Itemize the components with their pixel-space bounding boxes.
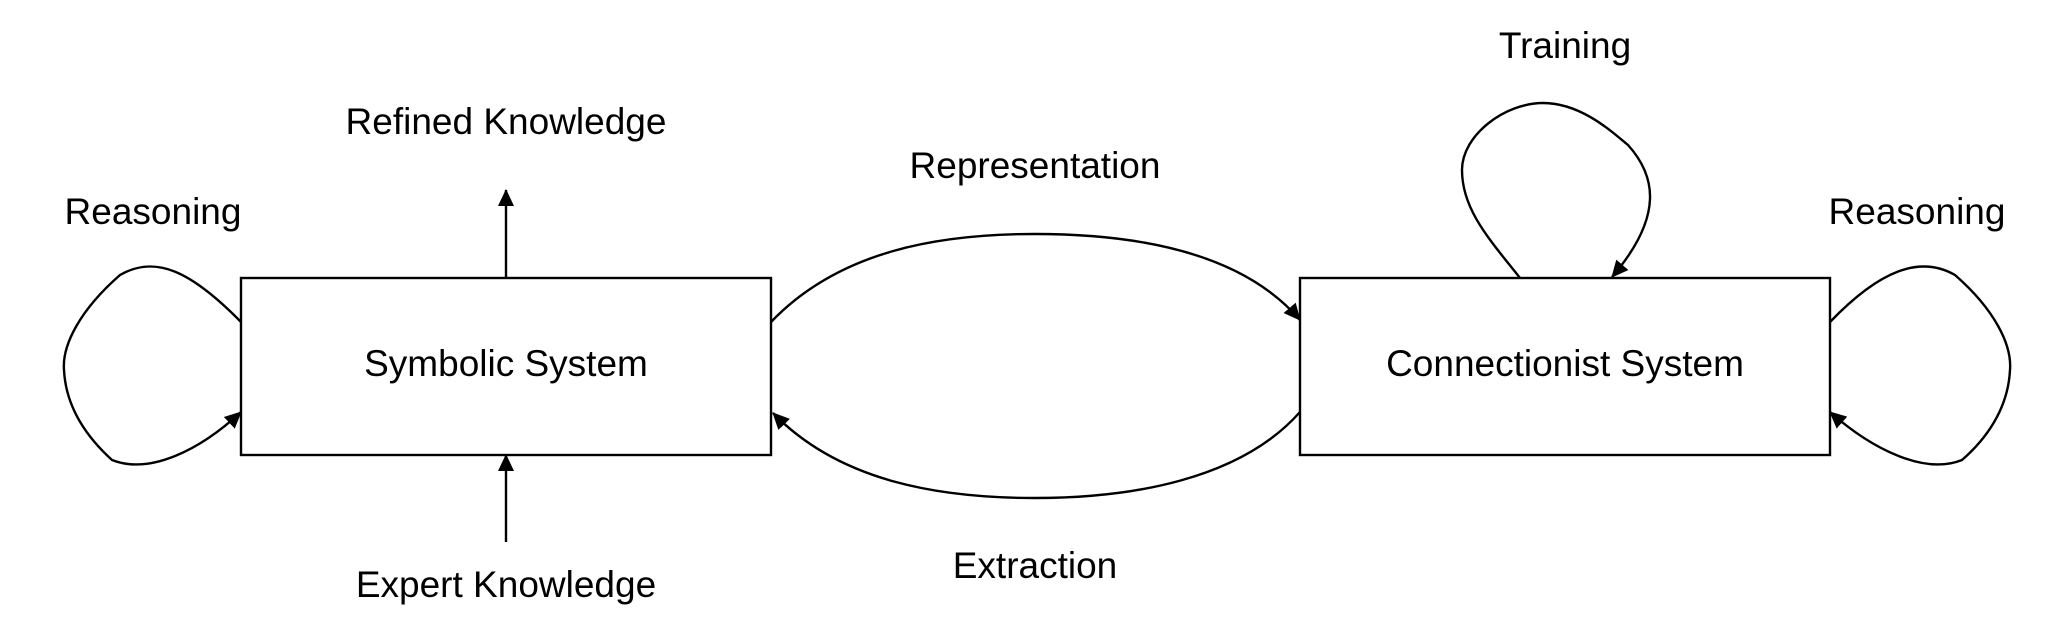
reasoning-left-label: Reasoning — [65, 191, 242, 232]
expert-knowledge-edge: Expert Knowledge — [356, 454, 656, 605]
connectionist-system-label: Connectionist System — [1386, 343, 1744, 384]
extraction-label: Extraction — [953, 545, 1118, 586]
extraction-edge: Extraction — [772, 411, 1301, 586]
reasoning-right-label: Reasoning — [1829, 191, 2006, 232]
refined-knowledge-edge: Refined Knowledge — [346, 101, 667, 278]
refined-knowledge-label: Refined Knowledge — [346, 101, 667, 142]
training-edge: Training — [1460, 25, 1652, 279]
expert-knowledge-label: Expert Knowledge — [356, 564, 656, 605]
symbolic-system-node: Symbolic System — [239, 276, 773, 457]
training-label: Training — [1499, 25, 1631, 66]
reasoning-left-edge: Reasoning — [62, 191, 242, 466]
connectionist-system-node: Connectionist System — [1298, 276, 1832, 457]
symbolic-system-label: Symbolic System — [364, 343, 648, 384]
representation-label: Representation — [910, 145, 1161, 186]
representation-edge: Representation — [770, 145, 1301, 323]
reasoning-right-edge: Reasoning — [1829, 191, 2012, 466]
